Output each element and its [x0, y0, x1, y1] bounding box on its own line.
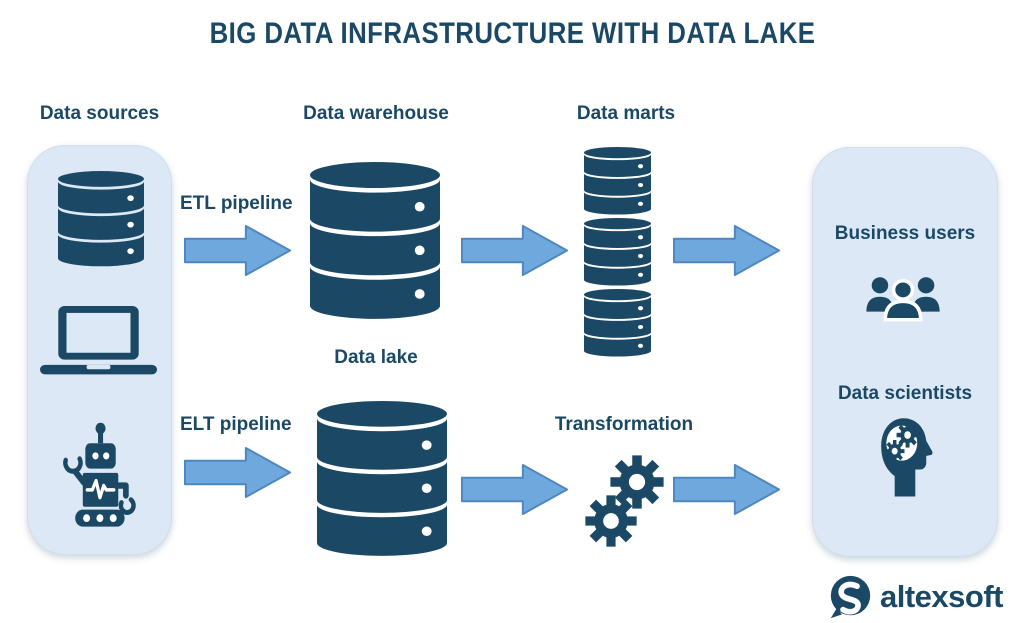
marts-to-users-arrow-icon: [672, 223, 782, 278]
business-users-icon: [866, 277, 940, 322]
data-sources-label: Data sources: [39, 103, 160, 124]
warehouse-to-marts-arrow-icon: [460, 223, 570, 278]
data-warehouse-database-icon: [310, 162, 440, 320]
transformation-label: Transformation: [554, 414, 694, 435]
etl-pipeline-label: ETL pipeline: [180, 193, 293, 214]
data-sources-panel: [27, 145, 172, 555]
lake-to-transformation-arrow-icon: [460, 462, 570, 517]
altexsoft-logo-mark-icon: [830, 575, 871, 619]
data-marts-stack: [584, 147, 651, 357]
transformation-to-scientists-arrow-icon: [672, 462, 782, 517]
database-icon: [58, 171, 144, 267]
business-users-label: Business users: [834, 223, 976, 244]
transformation-gears-icon: [585, 455, 664, 547]
data-marts-label: Data marts: [576, 103, 676, 124]
data-mart-database-icon: [584, 147, 651, 215]
altexsoft-logo-text: altexsoft: [880, 578, 1003, 614]
data-warehouse-label: Data warehouse: [303, 103, 449, 124]
data-lake-label: Data lake: [334, 347, 418, 368]
data-consumers-panel: Business users Data scientists: [812, 147, 998, 557]
data-mart-database-icon: [584, 289, 651, 357]
page-title: BIG DATA INFRASTRUCTURE WITH DATA LAKE: [209, 17, 816, 50]
data-mart-database-icon: [584, 218, 651, 286]
data-scientists-label: Data scientists: [837, 383, 973, 404]
data-lake-database-icon: [317, 401, 447, 557]
elt-arrow-icon: [183, 445, 293, 500]
data-scientists-head-gears-icon: [881, 418, 933, 497]
etl-arrow-icon: [183, 223, 293, 278]
elt-pipeline-label: ELT pipeline: [180, 414, 292, 435]
laptop-icon: [40, 306, 157, 375]
robot-icon: [63, 422, 136, 527]
altexsoft-logo: altexsoft: [828, 574, 1003, 619]
